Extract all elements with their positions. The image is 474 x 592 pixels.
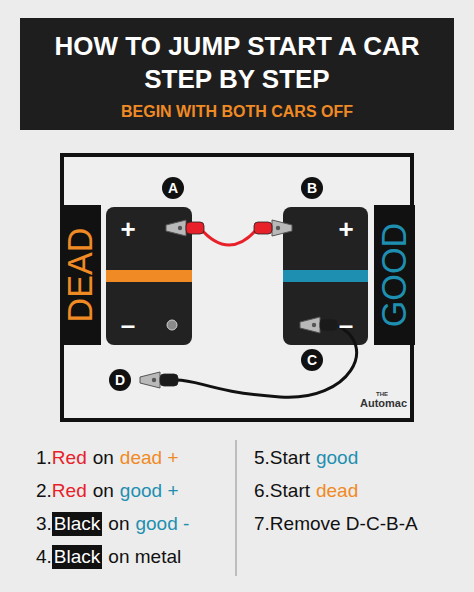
clamp-c (300, 317, 338, 333)
step-text: dead + (120, 446, 179, 470)
side-label-band: GOOD (374, 205, 415, 345)
side-label: DEAD (63, 228, 97, 323)
header-band (20, 18, 454, 130)
diagram-frame (62, 155, 412, 420)
title: HOW TO JUMP START A CAR STEP BY STEP (37, 30, 437, 96)
step-number: 6. (254, 479, 270, 503)
step-text: good (316, 446, 358, 470)
callout-letter: A (168, 181, 178, 195)
step-line: 1.Redondead + (36, 446, 179, 470)
callout-letter: B (307, 181, 317, 195)
good-battery-body (283, 207, 368, 345)
side-label-band: DEAD (60, 205, 101, 345)
step-text: on (108, 512, 129, 536)
step-line: 4.Blackon metal (36, 545, 181, 569)
battery: +– (283, 207, 368, 345)
watermark: Automac (360, 398, 407, 409)
callout-circle: A (162, 177, 184, 199)
subtitle: BEGIN WITH BOTH CARS OFF (121, 103, 353, 120)
terminal-sign: + (338, 216, 353, 242)
terminal (167, 320, 177, 330)
clamp-b (254, 220, 292, 236)
callout-letter: C (307, 353, 317, 367)
step-text: Red (52, 479, 87, 503)
subtitle-row: BEGIN WITH BOTH CARS OFF (20, 103, 454, 121)
step-number: 3. (36, 512, 52, 536)
step-line: 7.Remove D-C-B-A (254, 512, 418, 536)
step-line: 5.Startgood (254, 446, 358, 470)
clamp-d (140, 372, 178, 388)
terminal-sign: – (339, 312, 353, 338)
step-number: 5. (254, 446, 270, 470)
step-line: 3.Blackongood - (36, 512, 189, 536)
watermark-small: THE (376, 391, 388, 397)
battery: +– (106, 207, 192, 345)
terminal-sign: + (120, 216, 135, 242)
black-cable (176, 325, 357, 397)
step-text: good - (135, 512, 189, 536)
callout-letter: D (115, 373, 125, 387)
step-text: on (93, 446, 114, 470)
divider (235, 440, 237, 576)
step-text: Start (270, 479, 310, 503)
step-text: Black (52, 512, 102, 536)
callout-circle: C (301, 349, 323, 371)
dead-battery-stripe (106, 270, 192, 282)
step-text: on (93, 479, 114, 503)
step-number: 1. (36, 446, 52, 470)
callout-circle: D (109, 369, 131, 391)
step-line: 2.Redongood + (36, 479, 179, 503)
red-cable (200, 228, 258, 245)
side-label: GOOD (377, 223, 411, 327)
step-number: 2. (36, 479, 52, 503)
step-text: Red (52, 446, 87, 470)
step-number: 4. (36, 545, 52, 569)
step-text: good + (120, 479, 179, 503)
step-text: Start (270, 446, 310, 470)
step-text: on metal (108, 545, 181, 569)
callout-circle: B (301, 177, 323, 199)
terminal-sign: – (121, 312, 135, 338)
clamp-a (166, 220, 204, 236)
step-text: Black (52, 545, 102, 569)
step-line: 6.Startdead (254, 479, 358, 503)
step-text: 7.Remove D-C-B-A (254, 512, 418, 536)
step-text: dead (316, 479, 358, 503)
good-battery-stripe (283, 270, 368, 282)
